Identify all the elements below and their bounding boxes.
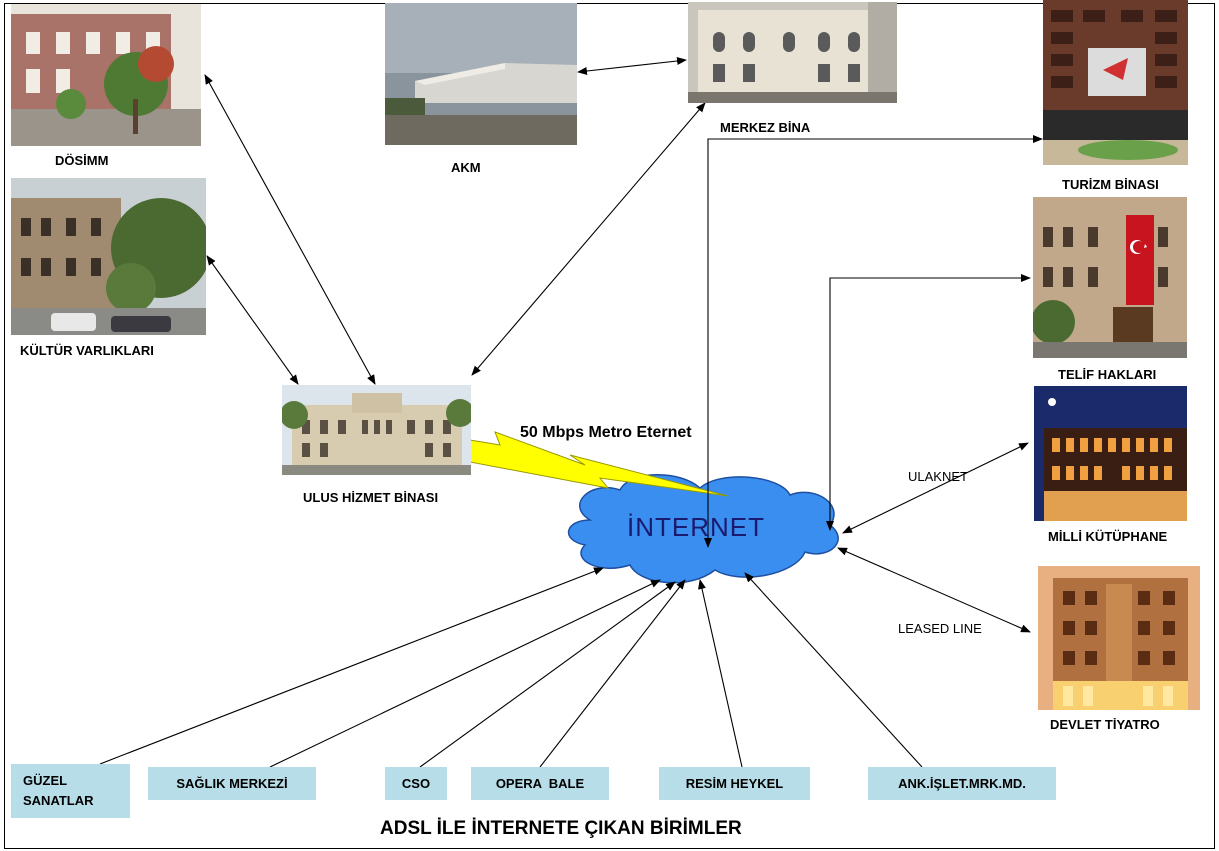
devlet-label: DEVLET TİYATRO (1050, 717, 1160, 732)
resim-label: RESİM HEYKEL (685, 775, 784, 791)
dosimm-photo (11, 4, 201, 146)
akm-photo (385, 3, 577, 145)
link-guzel-internet (99, 567, 604, 765)
link-devlet-internet (837, 547, 1031, 633)
link-dosimm-ulus (204, 74, 376, 385)
link-cso-internet (419, 581, 676, 768)
link-kultur-ulus (206, 255, 299, 385)
adsl-unit-opera: OPERA BALE (471, 767, 609, 800)
link-akm-merkez (577, 57, 687, 75)
adsl-unit-ank: ANK.İŞLET.MRK.MD. (868, 767, 1056, 800)
opera-label: OPERA BALE (495, 775, 585, 791)
link-ank-internet (744, 572, 923, 768)
ulaknet-label: ULAKNET (908, 469, 968, 484)
adsl-unit-guzel-sanatlar: GÜZEL SANATLAR (11, 764, 130, 818)
link-turizm-internet (704, 135, 1043, 548)
link-merkez-ulus (471, 102, 706, 376)
telif-photo (1033, 197, 1187, 358)
adsl-unit-saglik: SAĞLIK MERKEZİ (148, 767, 316, 800)
link-milli-internet (842, 442, 1029, 534)
akm-label: AKM (451, 160, 481, 175)
adsl-unit-resim: RESİM HEYKEL (659, 767, 810, 800)
milli-label: MİLLİ KÜTÜPHANE (1048, 529, 1168, 544)
cso-label: CSO (401, 775, 431, 791)
diagram-frame (4, 3, 1215, 849)
kultur-photo (11, 178, 206, 335)
merkez-label: MERKEZ BİNA (720, 120, 811, 135)
devlet-photo (1038, 566, 1200, 710)
ank-label: ANK.İŞLET.MRK.MD. (898, 775, 1026, 791)
turizm-photo (1043, 0, 1188, 165)
telif-label: TELİF HAKLARI (1058, 367, 1157, 382)
adsl-unit-cso: CSO (385, 767, 447, 800)
link-opera-internet (539, 579, 686, 768)
link-resim-internet (698, 579, 743, 768)
kultur-label: KÜLTÜR VARLIKLARI (20, 343, 154, 358)
metro-ethernet-label: 50 Mbps Metro Eternet (520, 424, 692, 441)
metro-ethernet-bolt (469, 431, 729, 497)
ulus-photo (282, 385, 471, 475)
milli-photo (1034, 386, 1187, 521)
saglik-label: SAĞLIK MERKEZİ (176, 775, 288, 791)
merkez-photo (688, 2, 897, 103)
link-saglik-internet (269, 579, 661, 768)
turizm-label: TURİZM BİNASI (1062, 177, 1159, 192)
footer-title: ADSL İLE İNTERNETE ÇIKAN BİRİMLER (380, 818, 742, 839)
guzel-sanatlar-label: GÜZEL SANATLAR (23, 773, 94, 808)
ulus-label: ULUS HİZMET BİNASI (303, 490, 439, 505)
dosimm-label: DÖSİMM (55, 153, 109, 168)
link-telif-internet (826, 274, 1031, 531)
internet-label: İNTERNET (627, 512, 765, 542)
leased-line-label: LEASED LINE (898, 621, 982, 636)
